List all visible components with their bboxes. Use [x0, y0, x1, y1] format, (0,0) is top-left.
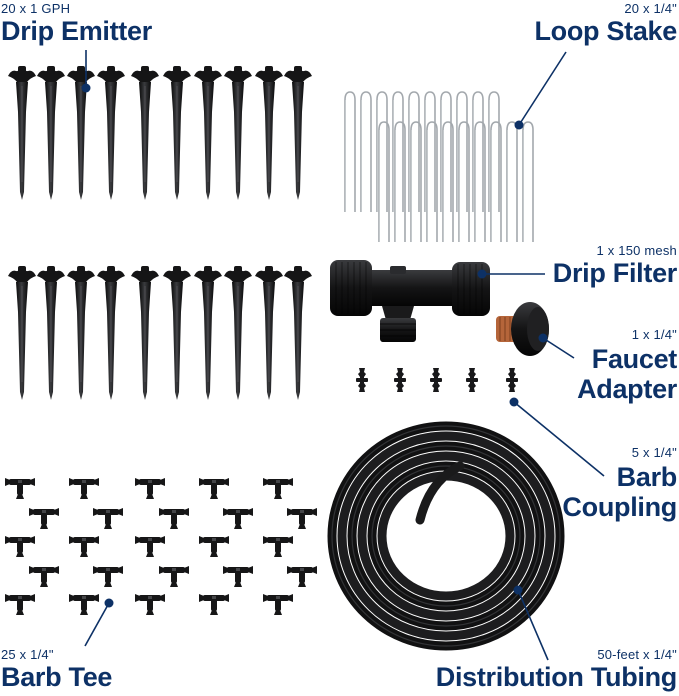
faucet-adapter-qty: 1 x 1/4" [631, 327, 677, 342]
barb-tee-label: Barb Tee [1, 662, 113, 692]
faucet-adapter-label-line1: Faucet [591, 344, 678, 374]
barb-coupling-group [356, 368, 518, 392]
distribution-tubing-coil [327, 421, 565, 651]
faucet-adapter-label-line2: Adapter [577, 374, 677, 404]
barb-coupling-qty: 5 x 1/4" [631, 445, 677, 460]
drip-filter-label: Drip Filter [552, 258, 678, 288]
drip-emitter-qty: 20 x 1 GPH [1, 1, 71, 16]
loop-stake-group [344, 91, 534, 243]
loop-stake-label: Loop Stake [534, 16, 677, 46]
barb-tee-group [5, 478, 317, 615]
distribution-tubing-qty: 50-feet x 1/4" [597, 647, 677, 662]
drip-filter-qty: 1 x 150 mesh [596, 243, 677, 258]
drip-filter [330, 260, 490, 342]
drip-emitter-group [8, 66, 312, 400]
barb-coupling-label-line1: Barb [616, 462, 678, 492]
barb-coupling-label-line2: Coupling [562, 492, 677, 522]
callout-leaders [81, 50, 605, 661]
drip-emitter-label: Drip Emitter [1, 16, 152, 46]
distribution-tubing-label: Distribution Tubing [435, 662, 678, 692]
faucet-adapter [496, 302, 549, 356]
barb-tee-qty: 25 x 1/4" [1, 647, 54, 662]
loop-stake-qty: 20 x 1/4" [624, 1, 677, 16]
